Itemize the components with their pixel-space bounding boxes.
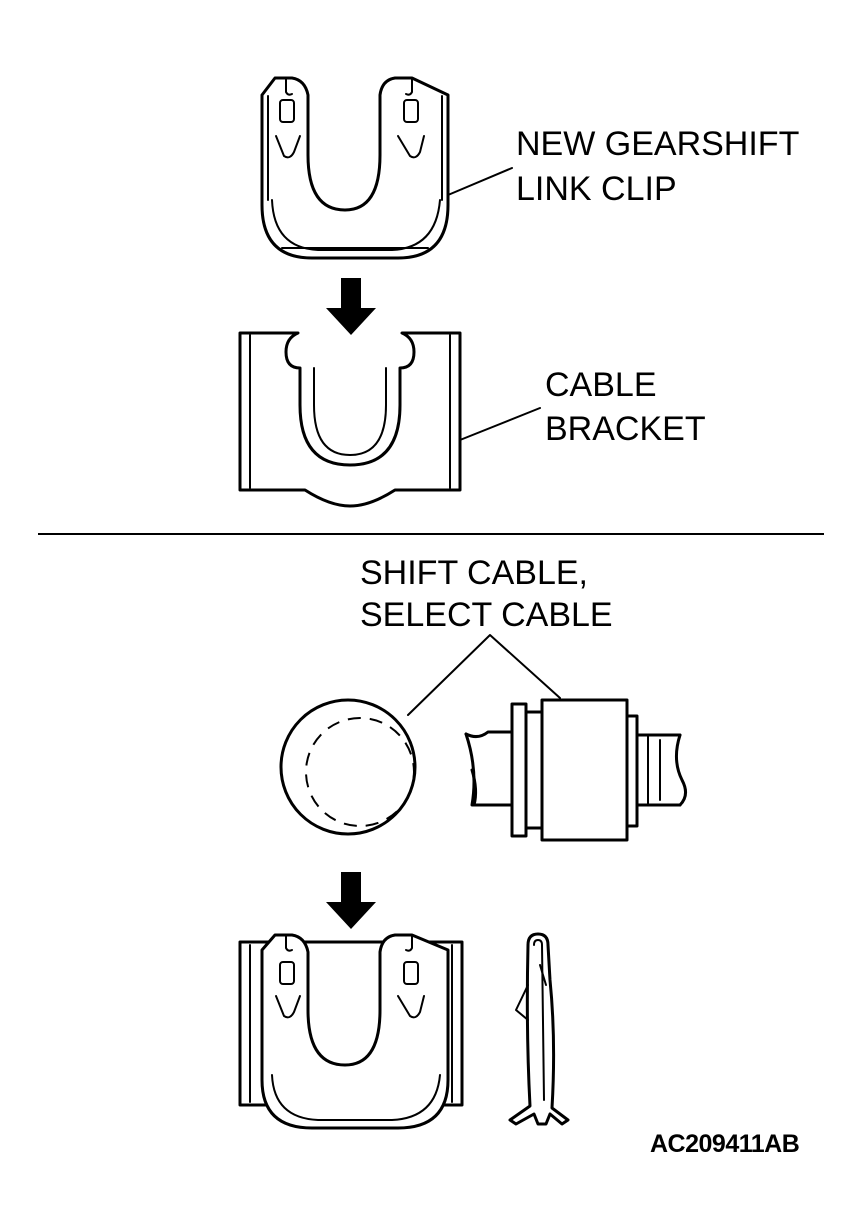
cable-end-circle: [279, 698, 417, 836]
bracket-leader-line: [459, 407, 541, 441]
down-arrow-icon-2: [326, 872, 376, 929]
cable-bracket: [238, 331, 462, 508]
cable-label-line1: SHIFT CABLE,: [360, 554, 588, 592]
clip-leader-line: [447, 167, 513, 196]
gearshift-link-clip-top: [260, 76, 450, 260]
new-clip-label-line2: LINK CLIP: [516, 170, 677, 208]
bracket-label-line2: BRACKET: [545, 410, 706, 448]
clip-installed-assembly: [238, 933, 464, 1130]
down-arrow-icon: [326, 278, 376, 335]
bracket-label-line1: CABLE: [545, 366, 657, 404]
clip-side-view: [508, 932, 570, 1126]
cable-label-line2: SELECT CABLE: [360, 596, 613, 634]
cable-leader-lines: [407, 634, 561, 716]
new-clip-label-line1: NEW GEARSHIFT: [516, 125, 800, 163]
cable-end-side-view: [464, 698, 687, 842]
figure-code: AC209411AB: [650, 1130, 800, 1158]
